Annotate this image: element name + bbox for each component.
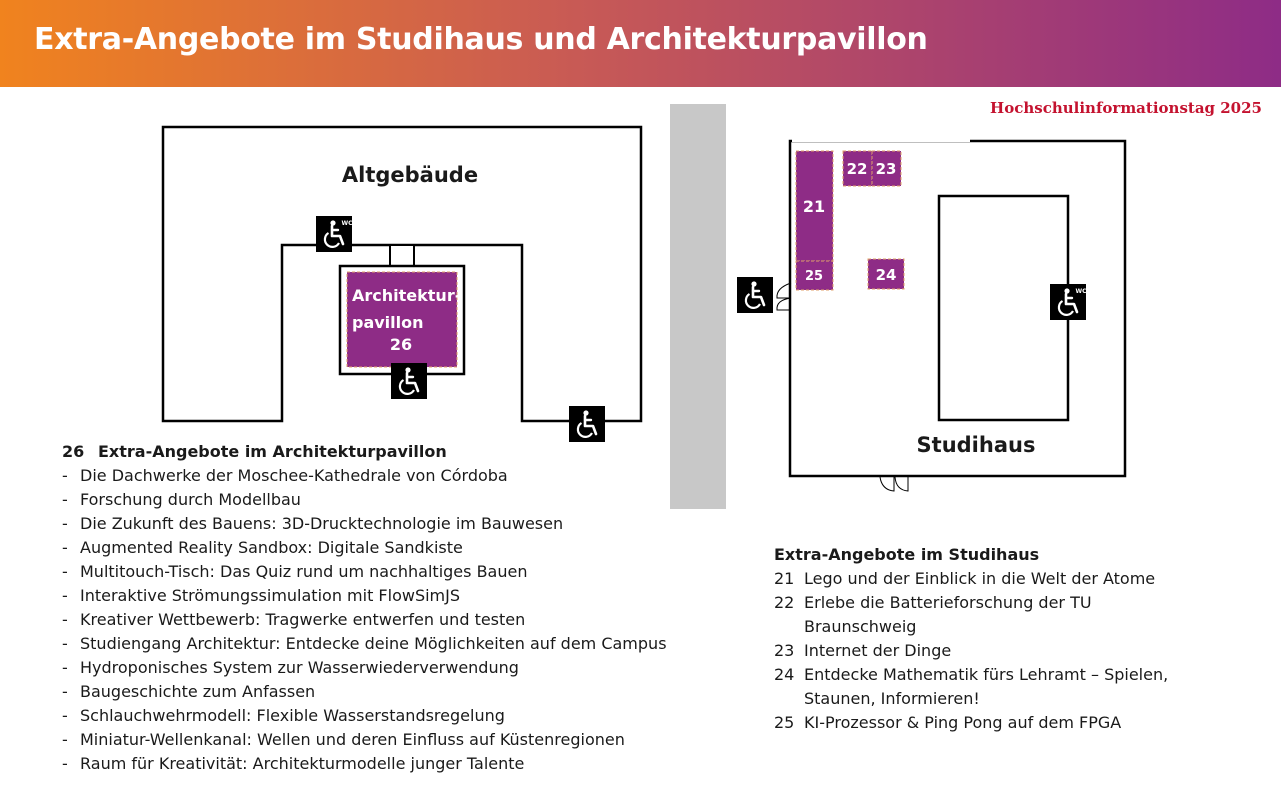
list-item: -Interaktive Strömungssimulation mit Flo… [62,584,667,608]
list-item: 24 Entdecke Mathematik fürs Lehramt – Spi… [774,663,1204,711]
list-item-text: Miniatur-Wellenkanal: Wellen und deren E… [80,730,625,749]
altgebaeude-label: Altgebäude [342,163,478,187]
list-item: -Raum für Kreativität: Architekturmodell… [62,752,667,776]
list-item-text: Die Dachwerke der Moschee-Kathedrale von… [80,466,508,485]
bullet-dash: - [62,634,68,653]
list-item-number: 22 [774,593,795,612]
wheelchair-wc-icon: WC [1048,282,1088,322]
room-25[interactable] [795,260,834,291]
room-26[interactable] [346,271,458,368]
pavillon-label-line1: Architektur- [352,286,461,305]
list-item: -Kreativer Wettbewerb: Tragwerke entwerf… [62,608,667,632]
bullet-dash: - [62,706,68,725]
bullet-dash: - [62,730,68,749]
pavillon-items: -Die Dachwerke der Moschee-Kathedrale vo… [62,464,667,776]
list-item-text: KI-Prozessor & Ping Pong auf dem FPGA [804,713,1122,732]
header-banner: Extra-Angebote im Studihaus und Architek… [0,0,1281,87]
room-22-number: 22 [847,160,868,178]
list-item: -Studiengang Architektur: Entdecke deine… [62,632,667,656]
room-25-number: 25 [805,269,823,284]
bullet-dash: - [62,466,68,485]
list-item: 22 Erlebe die Batterieforschung der TU Br… [774,591,1204,639]
room-24-number: 24 [876,266,897,284]
list-item-number: 23 [774,641,795,660]
altgebaeude-outline [161,125,643,423]
bullet-dash: - [62,490,68,509]
list-item: -Die Dachwerke der Moschee-Kathedrale vo… [62,464,667,488]
list-item-text: Studiengang Architektur: Entdecke deine … [80,634,667,653]
list-item-text: Lego und der Einblick in die Welt der At… [804,569,1156,588]
bullet-dash: - [62,514,68,533]
list-item-text: Erlebe die Batterieforschung der TU Brau… [804,593,1092,636]
list-item-text: Augmented Reality Sandbox: Digitale Sand… [80,538,463,557]
list-item-number: 25 [774,713,795,732]
list-item-text: Raum für Kreativität: Architekturmodelle… [80,754,525,773]
studihaus-list-heading: Extra-Angebote im Studihaus [774,545,1040,564]
list-item-text: Kreativer Wettbewerb: Tragwerke entwerfe… [80,610,526,629]
wheelchair-wc-icon: WC [314,214,354,254]
bullet-dash: - [62,754,68,773]
studihaus-entry-gap [792,138,970,142]
list-item-text: Interaktive Strömungssimulation mit Flow… [80,586,461,605]
svg-text:WC: WC [1075,288,1087,295]
bullet-dash: - [62,682,68,701]
list-item: -Baugeschichte zum Anfassen [62,680,667,704]
studihaus-offerings: Extra-Angebote im Studihaus 21 Lego und d… [774,543,1204,735]
bullet-dash: - [62,586,68,605]
list-item: -Die Zukunft des Bauens: 3D-Drucktechnol… [62,512,667,536]
list-item-number: 24 [774,665,795,684]
page-title: Extra-Angebote im Studihaus und Architek… [34,22,928,57]
list-item: -Miniatur-Wellenkanal: Wellen und deren … [62,728,667,752]
bullet-dash: - [62,562,68,581]
studihaus-outline [788,139,1127,478]
list-item: -Augmented Reality Sandbox: Digitale San… [62,536,667,560]
list-item-text: Entdecke Mathematik fürs Lehramt – Spiel… [804,665,1169,708]
room-23-number: 23 [876,160,897,178]
door-left [776,282,792,311]
event-name: Hochschulinformationstag 2025 [990,99,1262,117]
list-item-text: Schlauchwehrmodell: Flexible Wasserstand… [80,706,505,725]
door-bottom [879,476,909,492]
list-item: -Schlauchwehrmodell: Flexible Wasserstan… [62,704,667,728]
room-26-number: 26 [390,335,412,354]
list-item-text: Baugeschichte zum Anfassen [80,682,316,701]
room-23[interactable] [871,150,902,187]
road-divider [670,104,726,509]
list-item-number: 21 [774,569,795,588]
list-item-text: Internet der Dinge [804,641,952,660]
studihaus-label: Studihaus [917,433,1036,457]
list-item: -Forschung durch Modellbau [62,488,667,512]
bullet-dash: - [62,610,68,629]
list-item: -Multitouch-Tisch: Das Quiz rund um nach… [62,560,667,584]
pavillon-connector [389,244,415,268]
bullet-dash: - [62,538,68,557]
room-24[interactable] [867,258,905,290]
list-item: 25 KI-Prozessor & Ping Pong auf dem FPGA [774,711,1204,735]
list-item: 23 Internet der Dinge [774,639,1204,663]
studihaus-items: 21 Lego und der Einblick in die Welt der … [774,567,1204,735]
room-21-number: 21 [803,197,825,216]
pavillon-label-line2: pavillon [352,313,424,332]
wheelchair-icon [735,275,775,315]
wheelchair-icon [567,404,607,444]
list-item: -Hydroponisches System zur Wasserwiederv… [62,656,667,680]
list-item-text: Multitouch-Tisch: Das Quiz rund um nachh… [80,562,528,581]
svg-text:WC: WC [341,220,353,227]
bullet-dash: - [62,658,68,677]
list-item-text: Die Zukunft des Bauens: 3D-Drucktechnolo… [80,514,564,533]
wheelchair-icon [389,361,429,401]
list-item-text: Hydroponisches System zur Wasserwiederve… [80,658,519,677]
list-item-text: Forschung durch Modellbau [80,490,301,509]
list-item: 21 Lego und der Einblick in die Welt der … [774,567,1204,591]
